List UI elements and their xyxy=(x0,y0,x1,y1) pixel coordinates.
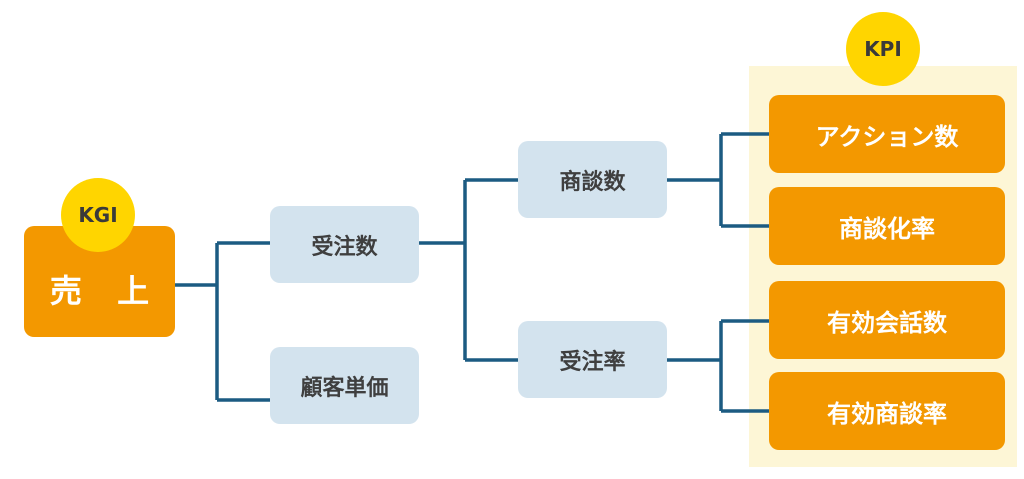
kpi-action-count-label: アクション数 xyxy=(815,122,959,151)
kgi-badge-label: KGI xyxy=(78,203,118,227)
kgi-badge: KGI xyxy=(61,178,135,252)
kpi-negotiation-conversion-box: 商談化率 xyxy=(769,187,1005,265)
kpi-valid-negotiation-rate-label: 有効商談率 xyxy=(827,399,947,428)
kgi-sales-box: 売 上 xyxy=(24,226,175,337)
kpi-badge: KPI xyxy=(846,12,920,86)
orders-count-box: 受注数 xyxy=(270,206,419,283)
unit-price-box: 顧客単価 xyxy=(270,347,419,424)
kgi-sales-label: 売 上 xyxy=(49,271,162,310)
kpi-valid-negotiation-rate-box: 有効商談率 xyxy=(769,372,1005,450)
kpi-badge-label: KPI xyxy=(864,37,902,61)
kpi-valid-conversation-box: 有効会話数 xyxy=(769,281,1005,359)
kpi-valid-conversation-label: 有効会話数 xyxy=(827,308,947,337)
connector-orders xyxy=(419,178,518,362)
order-rate-box: 受注率 xyxy=(518,321,667,398)
connector-kgi xyxy=(175,241,270,402)
order-rate-label: 受注率 xyxy=(559,349,626,375)
orders-count-label: 受注数 xyxy=(311,234,378,260)
negotiations-count-box: 商談数 xyxy=(518,141,667,218)
connector-order-rate xyxy=(667,319,770,413)
connector-negotiations xyxy=(667,132,770,228)
kpi-action-count-box: アクション数 xyxy=(769,95,1005,173)
kpi-negotiation-conversion-label: 商談化率 xyxy=(839,214,935,243)
negotiations-count-label: 商談数 xyxy=(559,169,626,195)
unit-price-label: 顧客単価 xyxy=(300,375,389,401)
